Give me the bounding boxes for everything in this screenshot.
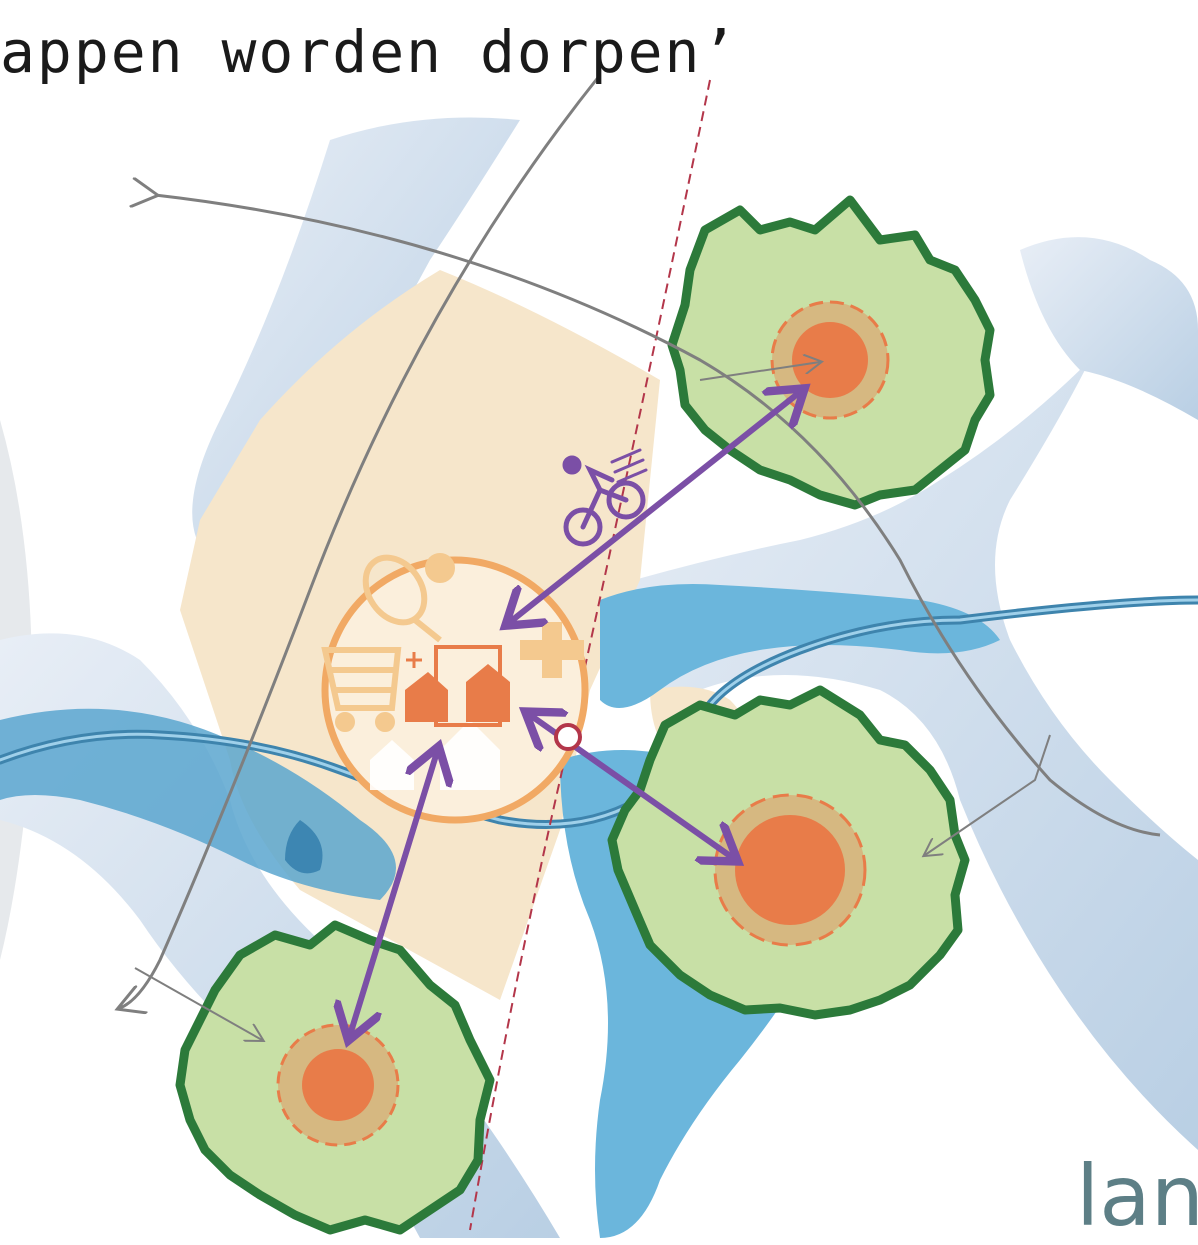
medical-cross-icon	[520, 622, 584, 678]
page-title: appen worden dorpen’	[0, 18, 739, 86]
connection-south	[350, 752, 437, 1035]
village-east	[607, 685, 970, 1020]
road-arc	[155, 195, 1161, 837]
tennis-icon	[362, 553, 455, 643]
logo-text: lan	[1075, 1147, 1198, 1245]
road-main	[120, 74, 602, 1008]
house-icon	[405, 645, 510, 727]
station-node	[554, 723, 582, 751]
connection-north	[510, 392, 800, 622]
road-network	[120, 74, 1161, 1040]
cyclist-icon	[562, 448, 648, 547]
village-south	[175, 920, 495, 1235]
shopping-cart-icon	[321, 647, 402, 732]
